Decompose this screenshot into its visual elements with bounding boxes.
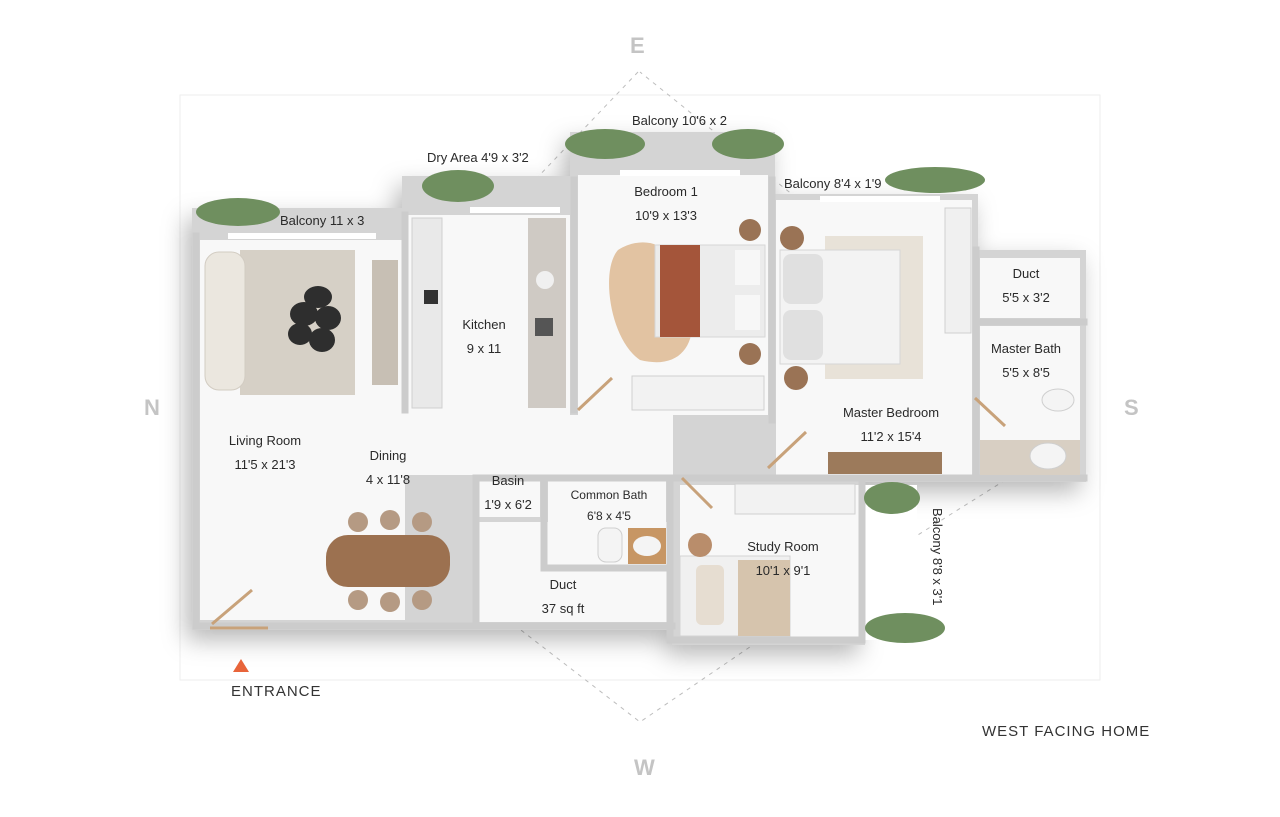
- room-kitchen: Kitchen 9 x 11: [444, 313, 524, 361]
- entrance-label: ENTRANCE: [231, 683, 322, 700]
- duct-top-floor: [980, 258, 1080, 318]
- room-name: Master Bath: [990, 341, 1062, 356]
- room-name: Bedroom 1: [634, 184, 698, 199]
- room-dims: 10'1 x 9'1: [755, 563, 811, 578]
- room-master-bath: Master Bath 5'5 x 8'5: [980, 337, 1072, 385]
- room-master-bedroom: Master Bedroom 11'2 x 15'4: [826, 401, 956, 449]
- room-living: Living Room 11'5 x 21'3: [210, 429, 320, 477]
- master-bedroom-furniture: [779, 207, 972, 474]
- room-name: Dining: [369, 448, 407, 463]
- room-name: Kitchen: [462, 317, 506, 332]
- room-basin: Basin 1'9 x 6'2: [477, 469, 539, 517]
- common-bath-fixtures: [597, 527, 666, 564]
- plants: [196, 129, 985, 643]
- room-dims: 9 x 11: [466, 341, 502, 356]
- room-name: Living Room: [228, 433, 302, 448]
- room-name: Duct: [1012, 266, 1040, 281]
- room-dims: 10'9 x 13'3: [634, 208, 698, 223]
- room-dims: 37 sq ft: [541, 601, 585, 616]
- room-name: Basin: [491, 473, 525, 488]
- site-boundary: [179, 94, 1101, 681]
- room-dims: 5'5 x 3'2: [1002, 290, 1050, 305]
- room-name: Study Room: [747, 539, 819, 554]
- dining-set: [326, 510, 450, 612]
- balcony-vertical-label: Balcony 8'8 x 3'1: [930, 508, 945, 606]
- compass-south-label: S: [1124, 395, 1139, 420]
- room-duct-top: Duct 5'5 x 3'2: [986, 262, 1066, 310]
- room-bedroom1: Bedroom 1 10'9 x 13'3: [606, 180, 726, 228]
- living-furniture: [204, 250, 398, 395]
- room-name: Common Bath: [570, 488, 648, 502]
- dining-floor: [405, 415, 673, 475]
- room-dims: 4 x 11'8: [365, 472, 411, 487]
- basin-floor: [478, 475, 540, 517]
- room-duct-bottom: Duct 37 sq ft: [523, 573, 603, 621]
- room-dims: 1'9 x 6'2: [484, 497, 532, 512]
- room-common-bath: Common Bath 6'8 x 4'5: [559, 485, 659, 527]
- balcony-right-top-label: Balcony 8'4 x 1'9: [784, 176, 882, 191]
- room-study: Study Room 10'1 x 9'1: [733, 535, 833, 583]
- room-dining: Dining 4 x 11'8: [348, 444, 428, 492]
- room-name: Master Bedroom: [842, 405, 940, 420]
- dry-area-label: Dry Area 4'9 x 3'2: [427, 150, 529, 165]
- balcony-top-label: Balcony 10'6 x 2: [632, 113, 727, 128]
- room-name: Duct: [549, 577, 577, 592]
- balcony-left-label: Balcony 11 x 3: [280, 213, 365, 228]
- room-dims: 11'2 x 15'4: [860, 429, 922, 444]
- compass-west-label: W: [634, 755, 655, 780]
- facing-label: WEST FACING HOME: [982, 723, 1151, 740]
- walls: [192, 176, 1088, 644]
- bedroom1-furniture: [609, 219, 766, 411]
- compass-north-label: N: [144, 395, 160, 420]
- study-furniture: [679, 483, 856, 637]
- room-dims: 6'8 x 4'5: [587, 509, 631, 523]
- room-dims: 11'5 x 21'3: [234, 457, 296, 472]
- room-dims: 5'5 x 8'5: [1002, 365, 1050, 380]
- windows: [228, 170, 940, 239]
- entrance-marker-icon: [233, 659, 249, 672]
- compass-east-label: E: [630, 33, 645, 58]
- door-swings: [210, 376, 1007, 630]
- kitchen-counters: [411, 217, 566, 409]
- master-bath-fixtures: [980, 388, 1080, 475]
